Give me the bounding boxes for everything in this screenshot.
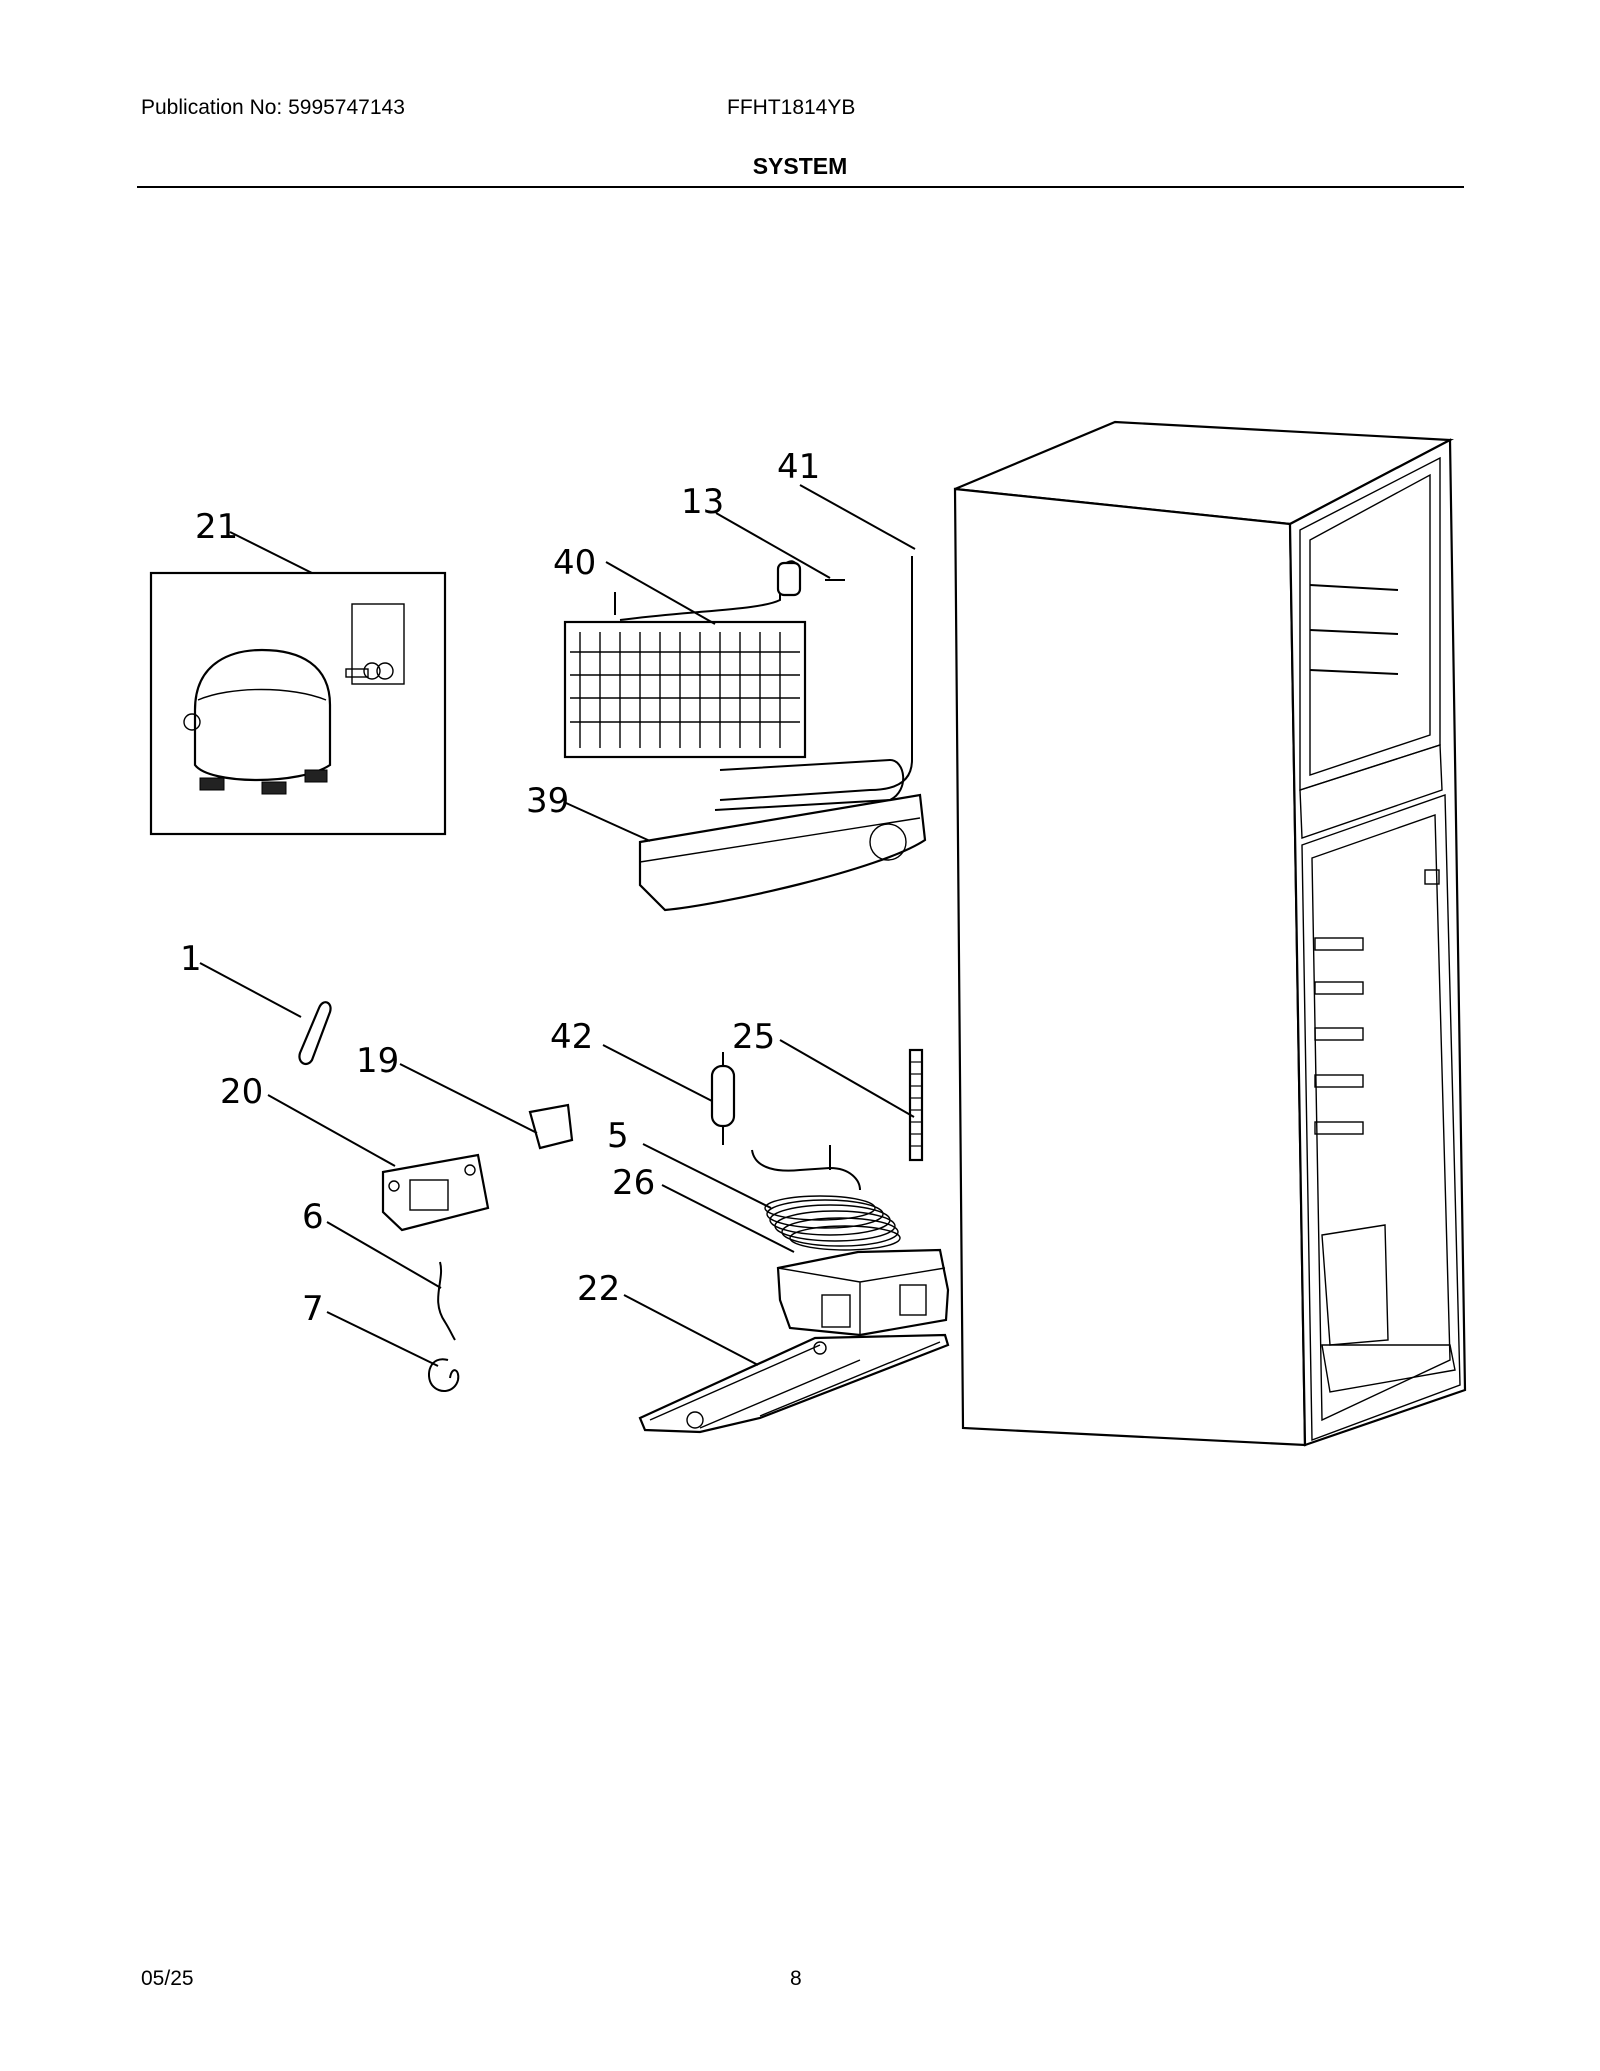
callout-labels: 41 13 40 21 39 1 19 20 42 25 5 26 6 7 22 [180,447,820,1329]
callout-21: 21 [195,507,238,547]
callout-1: 1 [180,939,202,979]
evaporator-assembly [563,556,913,801]
callout-41: 41 [777,447,820,487]
base-rail [638,1333,950,1434]
callout-5: 5 [607,1116,629,1156]
callout-13: 13 [681,482,724,522]
filter-drier [710,1052,736,1145]
clip-part [528,1103,574,1150]
tube-part [298,1001,332,1066]
model-number: FFHT1814YB [727,96,856,119]
leader-lines [199,484,916,1367]
callout-19: 19 [356,1041,399,1081]
wire-part [437,1261,456,1341]
callout-40: 40 [553,543,596,583]
refrigerator-cabinet [953,420,1467,1447]
drain-pan [638,758,927,912]
callout-6: 6 [302,1197,324,1237]
callout-22: 22 [577,1269,620,1309]
condenser-coil [751,1145,901,1251]
callout-26: 26 [612,1163,655,1203]
relay-cover [381,1153,490,1232]
ring-clamp [428,1358,460,1392]
drain-heater-tube [908,1048,924,1162]
callout-42: 42 [550,1017,593,1057]
page-number: 8 [790,1967,802,1990]
section-title: SYSTEM [752,153,848,179]
footer-date: 05/25 [141,1967,194,1990]
publication-number: Publication No: 5995747143 [141,96,405,119]
header-divider [137,186,1464,188]
callout-25: 25 [732,1017,775,1057]
compressor-inset [149,571,447,836]
callout-20: 20 [220,1072,263,1112]
condensate-tray [776,1248,950,1337]
callout-7: 7 [302,1289,324,1329]
callout-39: 39 [526,781,569,821]
